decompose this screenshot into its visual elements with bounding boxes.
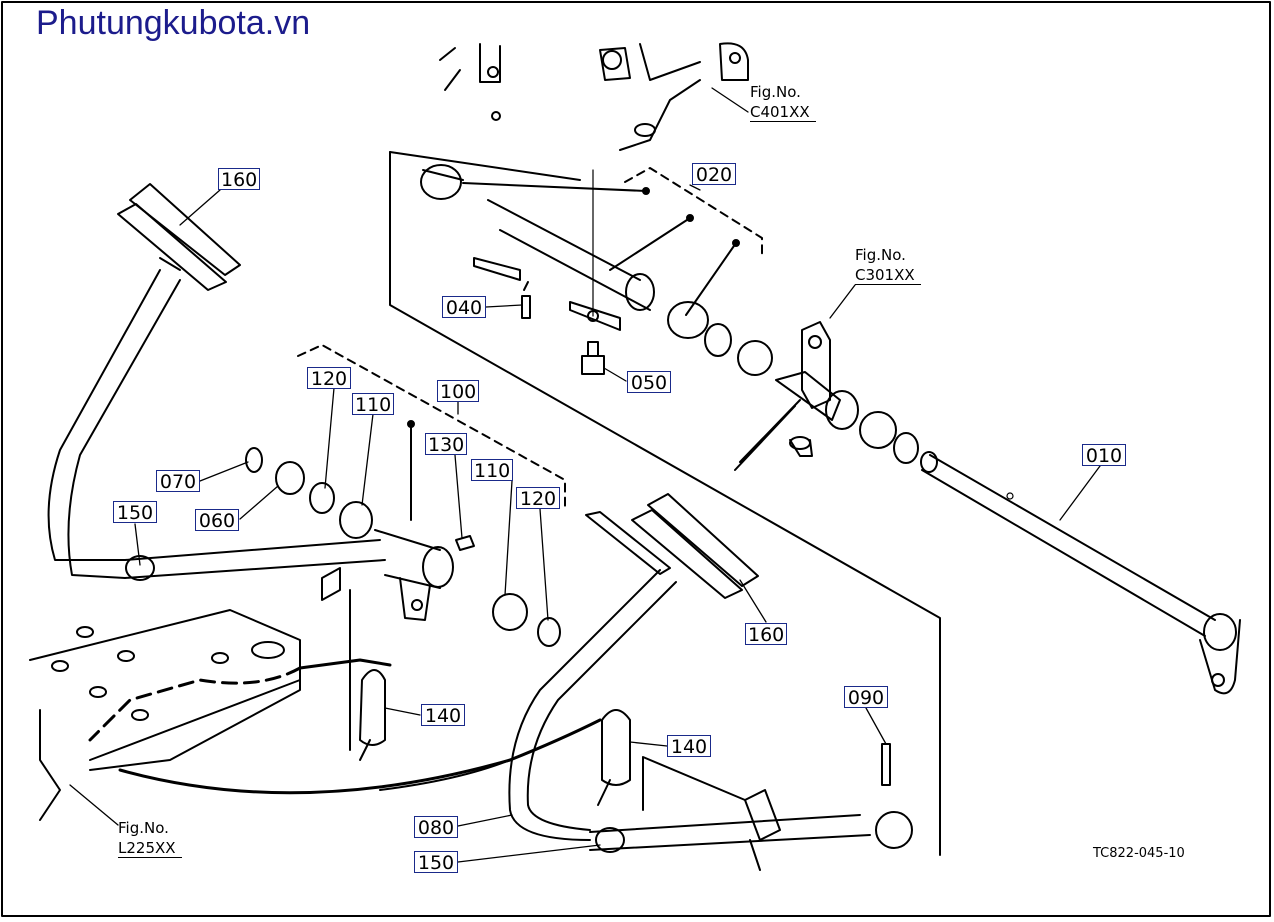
figure-ref-c301[interactable]: Fig.No. C301XX: [855, 245, 921, 285]
bracket-020: [420, 164, 773, 376]
pedal-160-right: [585, 493, 759, 599]
callout-080[interactable]: 080: [414, 816, 458, 839]
fitting-050: [581, 341, 605, 375]
bushing-110-left: [339, 501, 373, 539]
grease-nipple-130: [455, 535, 475, 551]
callout-140[interactable]: 140: [421, 704, 465, 727]
floor-plate: [29, 609, 392, 821]
callout-160[interactable]: 160: [218, 168, 260, 191]
callout-110[interactable]: 110: [352, 393, 394, 416]
connector-curve-upper: [379, 759, 511, 791]
drawing-code: TC822-045-10: [1093, 846, 1185, 861]
callout-150[interactable]: 150: [113, 501, 157, 524]
leader-lines: [69, 87, 1101, 863]
figure-ref-number: C301XX: [855, 266, 921, 285]
callout-050[interactable]: 050: [627, 371, 671, 394]
shaft-010: [920, 451, 1241, 695]
seal-120-left: [309, 482, 335, 514]
callout-120[interactable]: 120: [307, 367, 351, 390]
seal-120-right: [537, 617, 561, 647]
callout-100[interactable]: 100: [437, 380, 479, 403]
callout-160[interactable]: 160: [745, 623, 787, 646]
pedal-160-left: [117, 183, 241, 291]
lever-c301: [734, 321, 919, 471]
callout-110[interactable]: 110: [471, 459, 513, 482]
figure-ref-c401[interactable]: Fig.No. C401XX: [750, 82, 816, 122]
pin-090: [881, 743, 891, 786]
callout-130[interactable]: 130: [425, 433, 467, 456]
upper-housing-fragment: [439, 42, 749, 151]
pedal-arm-left: [47, 269, 386, 601]
figure-ref-number: C401XX: [750, 103, 816, 122]
dashed-group-100: [297, 344, 566, 509]
ratchet-plate: [744, 789, 781, 871]
snap-ring-070: [245, 447, 263, 473]
pedal-arm-right: [508, 569, 913, 853]
spring-140-left: [359, 669, 386, 761]
callout-010[interactable]: 010: [1082, 444, 1126, 467]
bushing-110-right: [492, 593, 528, 631]
figure-ref-label: Fig.No.: [750, 83, 801, 101]
washer-060: [275, 461, 305, 495]
callout-090[interactable]: 090: [844, 686, 888, 709]
figure-ref-number: L225XX: [118, 839, 182, 858]
callout-150[interactable]: 150: [414, 851, 458, 874]
dashed-group-020: [624, 167, 763, 259]
figure-ref-l225[interactable]: Fig.No. L225XX: [118, 818, 182, 858]
grease-nipple-040: [521, 281, 531, 319]
callout-140[interactable]: 140: [667, 735, 711, 758]
connector-curve-lower: [118, 718, 602, 795]
callout-070[interactable]: 070: [156, 470, 200, 493]
figure-ref-label: Fig.No.: [118, 819, 169, 837]
boss-100: [374, 529, 454, 621]
callout-040[interactable]: 040: [442, 296, 486, 319]
figure-ref-label: Fig.No.: [855, 246, 906, 264]
callout-020[interactable]: 020: [692, 163, 736, 186]
callout-120[interactable]: 120: [516, 487, 560, 510]
callout-060[interactable]: 060: [195, 509, 239, 532]
assembly-plane-upper: [389, 151, 941, 856]
spring-140-right: [597, 709, 631, 806]
site-title[interactable]: Phutungkubota.vn: [36, 4, 311, 42]
